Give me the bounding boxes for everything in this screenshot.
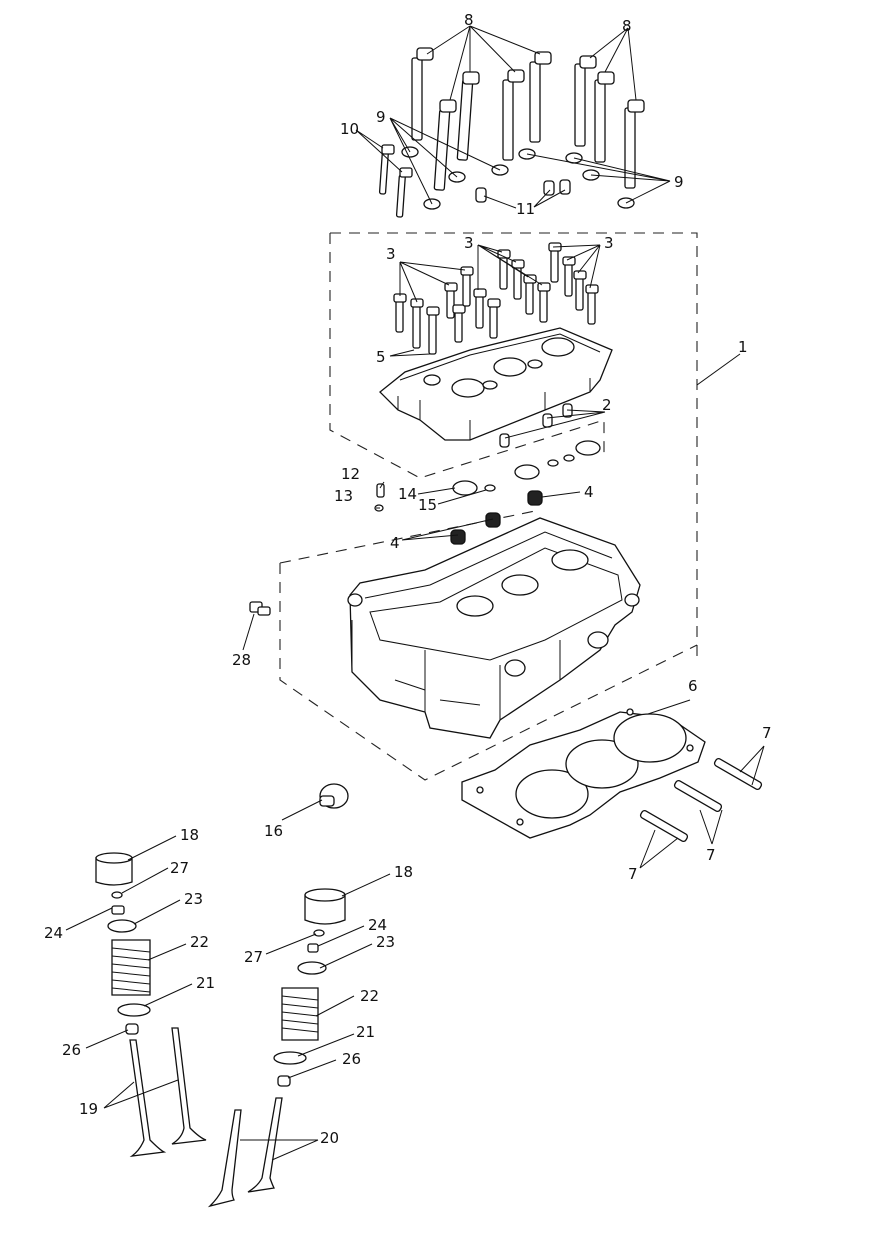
- label-21a: 21: [196, 974, 215, 992]
- label-26b: 26: [342, 1050, 361, 1068]
- label-22b: 22: [360, 987, 379, 1005]
- label-15: 15: [418, 496, 437, 514]
- label-23a: 23: [184, 890, 203, 908]
- label-9: 9: [376, 108, 386, 126]
- label-3a: 3: [386, 245, 396, 263]
- label-3b: 3: [464, 234, 474, 252]
- callout-labels: 8 8 9 9 10 11 3 3 3 5 1 2 12 13 14 15 4 …: [44, 11, 772, 1147]
- label-6: 6: [688, 677, 698, 695]
- label-1: 1: [738, 338, 748, 356]
- label-22a: 22: [190, 933, 209, 951]
- label-21b: 21: [356, 1023, 375, 1041]
- label-9b: 9: [674, 173, 684, 191]
- label-26a: 26: [62, 1041, 81, 1059]
- label-16: 16: [264, 822, 283, 840]
- valve-train-right: [207, 888, 346, 1208]
- label-7c: 7: [628, 865, 638, 883]
- label-2: 2: [602, 396, 612, 414]
- label-18b: 18: [394, 863, 413, 881]
- label-27b: 27: [244, 948, 263, 966]
- o-rings: [452, 440, 601, 496]
- label-28: 28: [232, 651, 251, 669]
- label-20: 20: [320, 1129, 339, 1147]
- label-24b: 24: [368, 916, 387, 934]
- label-7a: 7: [762, 724, 772, 742]
- cam-carrier-bolts: [393, 242, 599, 355]
- cylinder-head: [347, 517, 641, 739]
- valve-train-left: [95, 852, 207, 1157]
- label-19: 19: [79, 1100, 98, 1118]
- label-5: 5: [376, 348, 386, 366]
- studs: [639, 757, 763, 843]
- assembly-outline-lower: [279, 509, 698, 781]
- label-14: 14: [398, 485, 417, 503]
- label-24a: 24: [44, 924, 63, 942]
- label-4a: 4: [584, 483, 594, 501]
- spark-plug-seals: [450, 490, 543, 545]
- assembly-outline-upper: [329, 232, 698, 660]
- plug-28: [249, 601, 271, 616]
- cam-carrier: [379, 327, 613, 441]
- label-7b: 7: [706, 846, 716, 864]
- label-10: 10: [340, 120, 359, 138]
- label-13: 13: [334, 487, 353, 505]
- oil-jet: [374, 483, 385, 512]
- label-18a: 18: [180, 826, 199, 844]
- leader-lines: [65, 25, 765, 1161]
- label-3c: 3: [604, 234, 614, 252]
- label-11: 11: [516, 200, 535, 218]
- label-8b: 8: [622, 17, 632, 35]
- head-gasket: [461, 708, 706, 839]
- label-27a: 27: [170, 859, 189, 877]
- label-4b: 4: [390, 534, 400, 552]
- cylinder-head-bolts: [378, 47, 645, 218]
- plug-16: [319, 783, 349, 809]
- label-8: 8: [464, 11, 474, 29]
- label-23b: 23: [376, 933, 395, 951]
- label-12: 12: [341, 465, 360, 483]
